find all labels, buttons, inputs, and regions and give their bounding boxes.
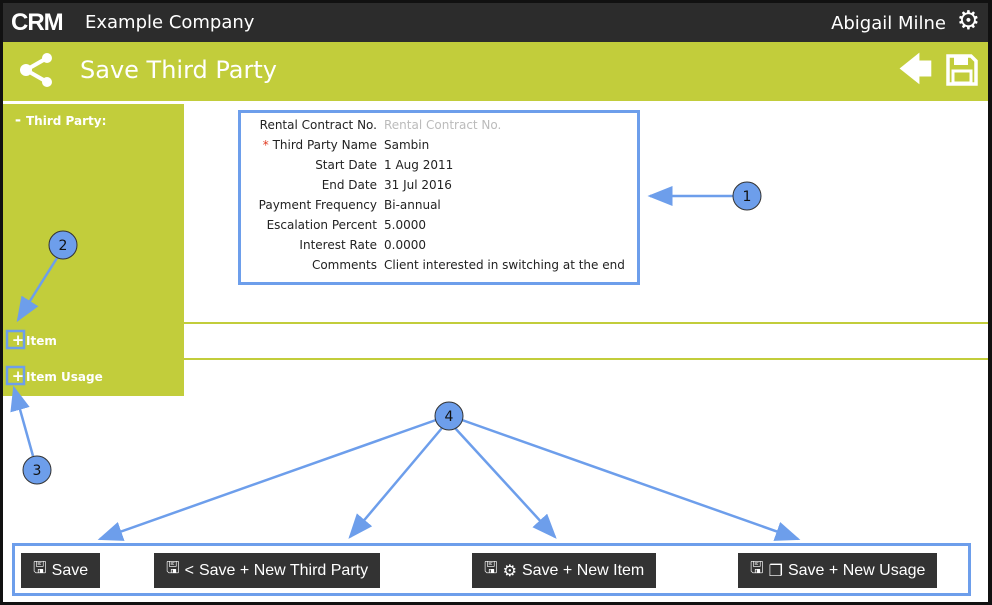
save-new-usage-button[interactable]: 🖫❐Save + New Usage bbox=[738, 553, 938, 588]
save-new-third-party-button[interactable]: 🖫<Save + New Third Party bbox=[154, 553, 381, 588]
field-label: * Third Party Name bbox=[263, 138, 377, 152]
section-toggle-third-party[interactable]: -Third Party: bbox=[3, 104, 184, 322]
section-item-usage: +Item Usage bbox=[3, 360, 988, 396]
start-date-value[interactable]: 1 Aug 2011 bbox=[384, 158, 454, 172]
save-new-item-button[interactable]: 🖫⚙Save + New Item bbox=[472, 553, 657, 588]
share-icon: < bbox=[184, 561, 194, 579]
expand-icon[interactable]: + bbox=[11, 331, 25, 349]
top-bar: CRM Example Company Abigail Milne ⚙ bbox=[3, 3, 988, 42]
field-label: End Date bbox=[321, 178, 377, 192]
field-rental-contract: Rental Contract No. Rental Contract No. bbox=[241, 118, 641, 138]
button-panel-highlight bbox=[12, 543, 971, 596]
section-toggle-item-usage[interactable]: +Item Usage bbox=[3, 360, 184, 396]
field-payment-frequency: Payment Frequency Bi-annual bbox=[241, 198, 641, 218]
field-end-date: End Date 31 Jul 2016 bbox=[241, 178, 641, 198]
field-start-date: Start Date 1 Aug 2011 bbox=[241, 158, 641, 178]
expand-icon[interactable]: + bbox=[11, 367, 25, 385]
floppy-icon: 🖫 bbox=[33, 560, 47, 577]
floppy-icon[interactable] bbox=[946, 54, 978, 86]
company-name: Example Company bbox=[85, 12, 255, 33]
field-label: Comments bbox=[311, 258, 377, 272]
field-comments: Comments Client interested in switching a… bbox=[241, 258, 641, 278]
interest-rate-value[interactable]: 0.0000 bbox=[384, 238, 426, 252]
end-date-value[interactable]: 31 Jul 2016 bbox=[384, 178, 452, 192]
user-name[interactable]: Abigail Milne bbox=[831, 13, 946, 34]
floppy-icon: 🖫 bbox=[750, 560, 764, 577]
rental-contract-input[interactable]: Rental Contract No. bbox=[384, 118, 502, 132]
save-button[interactable]: 🖫Save bbox=[21, 553, 101, 588]
third-party-form: Rental Contract No. Rental Contract No. *… bbox=[238, 110, 640, 285]
field-label: Start Date bbox=[315, 158, 377, 172]
page-header: Save Third Party 🡄 bbox=[3, 42, 988, 101]
field-third-party-name: * Third Party Name Sambin bbox=[241, 138, 641, 158]
gears-icon: ⚙ bbox=[502, 562, 517, 580]
escalation-percent-value[interactable]: 5.0000 bbox=[384, 218, 426, 232]
button-label: Save bbox=[51, 561, 89, 579]
field-interest-rate: Interest Rate 0.0000 bbox=[241, 238, 641, 258]
gear-icon[interactable]: ⚙ bbox=[956, 6, 980, 36]
collapse-icon[interactable]: - bbox=[14, 111, 22, 129]
floppy-icon: 🖫 bbox=[166, 560, 180, 577]
field-label: Escalation Percent bbox=[266, 218, 377, 232]
page-title: Save Third Party bbox=[80, 56, 277, 84]
crm-logo[interactable]: CRM bbox=[11, 9, 64, 36]
share-icon bbox=[20, 53, 52, 87]
payment-frequency-value[interactable]: Bi-annual bbox=[384, 198, 441, 212]
button-label: Save + New Item bbox=[521, 561, 645, 579]
floppy-icon: 🖫 bbox=[484, 560, 498, 577]
comments-value[interactable]: Client interested in switching at the en… bbox=[384, 258, 625, 272]
section-label: Item bbox=[26, 334, 57, 348]
section-item: +Item bbox=[3, 324, 988, 360]
section-label: Third Party: bbox=[26, 114, 107, 128]
arrow-left-icon[interactable]: 🡄 bbox=[897, 50, 933, 90]
section-toggle-item[interactable]: +Item bbox=[3, 324, 184, 358]
button-label: Save + New Third Party bbox=[198, 561, 369, 579]
required-marker: * bbox=[262, 138, 269, 152]
section-label: Item Usage bbox=[26, 370, 103, 384]
third-party-name-value[interactable]: Sambin bbox=[384, 138, 430, 152]
label-text: Third Party Name bbox=[272, 138, 377, 152]
field-escalation-percent: Escalation Percent 5.0000 bbox=[241, 218, 641, 238]
copy-icon: ❐ bbox=[768, 562, 783, 580]
field-label: Rental Contract No. bbox=[259, 118, 377, 132]
field-label: Payment Frequency bbox=[258, 198, 377, 212]
button-label: Save + New Usage bbox=[787, 561, 926, 579]
field-label: Interest Rate bbox=[299, 238, 377, 252]
